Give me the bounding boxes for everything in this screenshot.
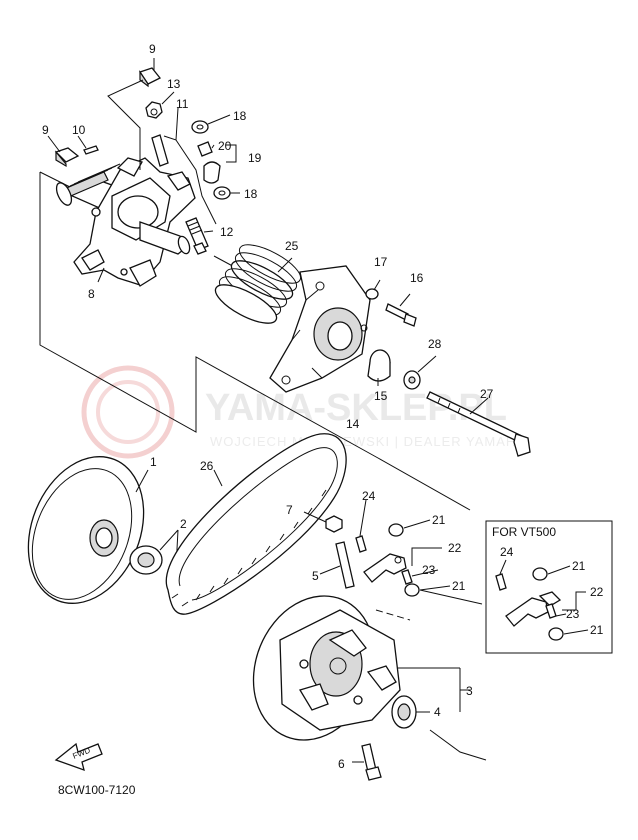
leader-lines-top [47,58,240,283]
callout-4: 4 [434,705,441,719]
callout-8: 8 [88,287,95,301]
roller-11 [151,134,169,167]
callout-18: 18 [244,187,258,201]
arm-22 [363,553,407,583]
fixed-sheave-part-1 [27,456,149,604]
v-belt-part-26 [165,433,347,615]
secondary-small-parts [303,499,367,589]
fwd-arrow-icon: FWD [54,742,103,772]
callout-24: 24 [362,489,376,503]
callout-27: 27 [480,387,494,401]
fasteners-right [365,279,531,457]
callout-12: 12 [220,225,234,239]
inset-title: FOR VT500 [492,525,556,539]
secondary-sheave-part-3 [252,595,401,741]
callout-6: 6 [338,757,345,771]
callout-19: 19 [248,151,262,165]
callout-10: 10 [72,123,86,137]
collar-18-lower [213,186,231,200]
collar-21-upper [388,523,404,537]
inset-link [375,609,411,621]
inset-pin-23 [545,603,557,619]
callout-14: 14 [346,417,360,431]
callout-22: 22 [448,541,462,555]
inset-callout-22: 22 [590,585,604,599]
callout-26: 26 [200,459,214,473]
bearing-part-4 [391,695,430,729]
callout-28: 28 [428,337,442,351]
pin-23 [401,569,413,585]
callout-17: 17 [374,255,388,269]
drawing-code: 8CW100-7120 [58,783,136,797]
callout-11: 11 [176,97,189,111]
inset-pin-24 [495,573,507,591]
callout-3: 3 [466,684,473,698]
callout-5: 5 [312,569,319,583]
collar-part-2 [129,529,179,575]
nut-7 [325,515,343,533]
callout-9: 9 [149,42,156,56]
pin-10 [83,145,99,155]
inset-for-vt500: FOR VT500 [485,520,613,654]
bolt-part-6 [352,743,382,781]
weight-cap-9-left [54,147,80,163]
callout-25: 25 [285,239,299,253]
inset-arm-22 [505,597,549,627]
callout-1: 1 [150,455,157,469]
roller-19 [203,161,221,184]
weight-arm-parts [363,519,483,605]
callout-16: 16 [410,271,424,285]
inset-callout-24: 24 [500,545,514,559]
primary-hub-part-8 [55,157,196,287]
shaft-5 [335,541,355,589]
callout-labels: 9 13 11 9 10 18 20 19 18 12 8 25 17 16 2… [42,42,604,771]
collar-20 [197,141,213,157]
washer-17 [365,288,379,300]
inset-callout-21: 21 [572,559,586,573]
collar-21-lower [404,583,420,597]
callout-23: 23 [422,563,436,577]
callout-15: 15 [374,389,388,403]
inset-callout-23: 23 [566,607,580,621]
small-parts-top [54,67,231,255]
callout-2: 2 [180,517,187,531]
pin-24 [355,535,367,553]
callout-21: 21 [452,579,466,593]
callout-20: 20 [218,139,232,153]
callout-7: 7 [286,503,293,517]
callout-9: 9 [42,123,49,137]
watermark-tagline: WOJCIECH MARCZEWSKI | DEALER YAMAHA [210,434,526,449]
collar-18-upper [191,120,209,134]
cover-plate-part-14 [269,265,371,393]
bolt-12 [185,217,209,251]
callout-21: 21 [432,513,446,527]
inset-collar-21-lower [548,627,564,641]
nut-13 [145,101,163,119]
leader-3 [398,667,487,761]
inset-callout-21: 21 [590,623,604,637]
spring-part-25 [214,244,302,324]
callout-18: 18 [233,109,247,123]
callout-13: 13 [167,77,181,91]
inset-collar-21-upper [532,567,548,581]
